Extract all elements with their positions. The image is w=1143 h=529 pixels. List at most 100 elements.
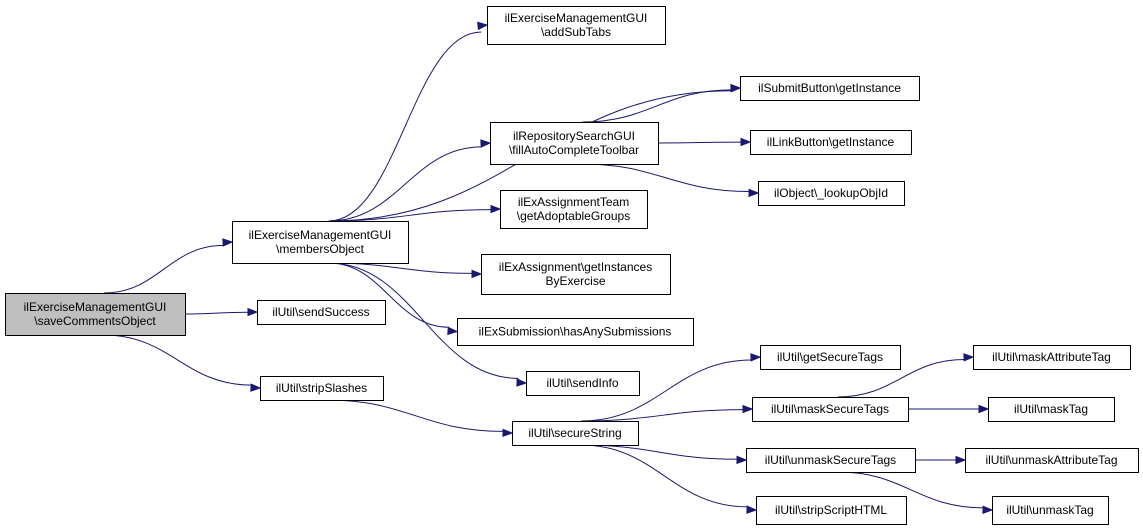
edge-line	[328, 262, 519, 379]
node-label: ilExAssignmentTeam	[518, 195, 629, 209]
node-label: \fillAutoCompleteToolbar	[509, 143, 639, 157]
node-box	[512, 421, 639, 446]
edge-line	[581, 409, 744, 422]
edge-stripSlashes-to-secureString	[327, 399, 514, 438]
node-box	[232, 221, 409, 264]
node-label: \membersObject	[276, 242, 365, 256]
node-getAdoptableGroups[interactable]: ilExAssignmentTeam\getAdoptableGroups	[500, 190, 648, 229]
edge-arrowhead	[736, 455, 748, 465]
node-label: \saveCommentsObject	[34, 314, 156, 328]
node-stripSlashes[interactable]: ilUtil\stripSlashes	[260, 376, 384, 401]
node-saveComments[interactable]: ilExerciseManagementGUI\saveCommentsObje…	[5, 293, 186, 336]
node-label: ilUtil\sendSuccess	[272, 305, 369, 319]
node-label: ilUtil\unmaskAttributeTag	[985, 453, 1117, 467]
edge-membersObject-to-getAdoptableGroups	[328, 204, 502, 222]
node-box	[257, 300, 386, 325]
node-submitGetInstance[interactable]: ilSubmitButton\getInstance	[740, 76, 920, 101]
edge-saveComments-to-membersObject	[103, 238, 234, 294]
edge-membersObject-to-hasAnySubmissions	[328, 262, 459, 336]
node-label: ilExSubmission\hasAnySubmissions	[479, 325, 672, 339]
node-label: ilUtil\stripSlashes	[276, 381, 367, 395]
edge-arrowhead	[978, 404, 990, 414]
edge-arrowhead	[480, 139, 492, 148]
edge-line	[582, 163, 750, 193]
edge-arrowhead	[471, 269, 483, 279]
node-maskAttributeTag[interactable]: ilUtil\maskAttributeTag	[973, 345, 1131, 370]
edge-maskSecureTags-to-maskTag	[908, 404, 990, 414]
node-secureString[interactable]: ilUtil\secureString	[512, 421, 639, 446]
node-fillAutoComplete[interactable]: ilRepositorySearchGUI\fillAutoCompleteTo…	[490, 122, 659, 165]
node-label: ilExerciseManagementGUI	[505, 11, 648, 25]
node-maskTag[interactable]: ilUtil\maskTag	[988, 397, 1115, 422]
node-label: ilUtil\maskTag	[1014, 402, 1088, 416]
node-label: ilUtil\unmaskSecureTags	[765, 453, 896, 467]
node-label: \getAdoptableGroups	[517, 209, 630, 223]
edge-membersObject-to-fillAutoComplete	[328, 139, 492, 222]
node-box	[746, 448, 916, 473]
node-box	[752, 397, 909, 422]
edge-arrowhead	[477, 21, 489, 31]
edge-secureString-to-getSecureTags	[581, 353, 762, 422]
node-maskSecureTags[interactable]: ilUtil\maskSecureTags	[752, 397, 909, 422]
edge-maskSecureTags-to-maskAttributeTag	[837, 353, 975, 398]
edge-line	[328, 209, 492, 222]
node-unmaskAttributeTag[interactable]: ilUtil\unmaskAttributeTag	[965, 448, 1139, 473]
edge-line	[582, 89, 732, 123]
edge-line	[184, 311, 249, 315]
node-sendSuccess[interactable]: ilUtil\sendSuccess	[257, 300, 386, 325]
edge-arrowhead	[730, 84, 742, 93]
node-sendInfo[interactable]: ilUtil\sendInfo	[526, 371, 640, 396]
node-box	[5, 293, 186, 336]
edge-arrowhead	[222, 238, 234, 247]
edge-line	[838, 471, 984, 509]
edge-arrowhead	[490, 204, 502, 214]
edge-line	[328, 262, 450, 328]
node-box	[992, 496, 1109, 525]
node-box	[481, 254, 671, 295]
node-box	[490, 122, 659, 165]
node-box	[260, 376, 384, 401]
edge-arrowhead	[750, 353, 762, 362]
edge-line	[581, 359, 752, 422]
edge-arrowhead	[502, 428, 514, 438]
nodes-layer: ilExerciseManagementGUI \saveCommentsObje…	[5, 6, 1139, 525]
node-label: ilRepositorySearchGUI	[513, 129, 635, 143]
edge-arrowhead	[746, 505, 758, 514]
node-box	[758, 181, 905, 206]
edge-secureString-to-maskSecureTags	[581, 404, 754, 422]
node-lookupObjId[interactable]: ilObject\_lookupObjId	[758, 181, 905, 206]
node-box	[750, 130, 912, 155]
edge-arrowhead	[740, 137, 752, 147]
node-box	[500, 190, 648, 229]
node-box	[526, 371, 640, 396]
node-hasAnySubmissions[interactable]: ilExSubmission\hasAnySubmissions	[457, 318, 694, 346]
edge-membersObject-to-getInstancesByExercise	[328, 262, 483, 279]
node-label: ilObject\_lookupObjId	[774, 186, 888, 200]
edge-membersObject-to-sendInfo	[328, 262, 528, 387]
edge-arrowhead	[742, 404, 754, 414]
edge-arrowhead	[250, 383, 262, 392]
node-label: ilUtil\maskSecureTags	[771, 402, 889, 416]
node-membersObject[interactable]: ilExerciseManagementGUI\membersObject	[232, 221, 409, 264]
node-unmaskSecureTags[interactable]: ilUtil\unmaskSecureTags	[746, 448, 916, 473]
edge-line	[328, 31, 482, 222]
node-box	[457, 318, 694, 346]
node-addSubTabs[interactable]: ilExerciseManagementGUI\addSubTabs	[487, 6, 666, 45]
node-label: ilLinkButton\getInstance	[767, 135, 895, 149]
node-box	[988, 397, 1115, 422]
node-getSecureTags[interactable]: ilUtil\getSecureTags	[760, 345, 901, 370]
edge-arrowhead	[748, 188, 760, 198]
node-box	[487, 6, 666, 45]
edge-line	[103, 244, 224, 294]
node-box	[965, 448, 1139, 473]
node-box	[740, 76, 920, 101]
node-linkGetInstance[interactable]: ilLinkButton\getInstance	[750, 130, 912, 155]
edge-line	[328, 262, 473, 274]
edge-unmaskSecureTags-to-unmaskTag	[838, 471, 994, 514]
node-label: ilSubmitButton\getInstance	[758, 81, 901, 95]
node-unmaskTag[interactable]: ilUtil\unmaskTag	[992, 496, 1109, 525]
node-stripScriptHTML[interactable]: ilUtil\stripScriptHTML	[756, 496, 907, 525]
node-box	[756, 496, 907, 525]
